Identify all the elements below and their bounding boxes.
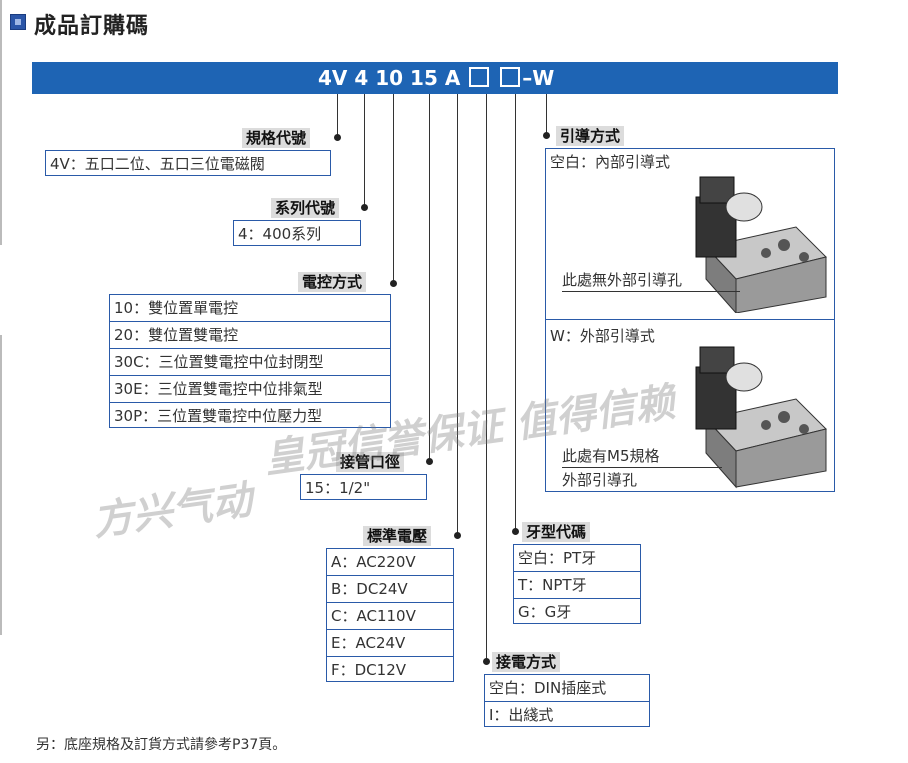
pointer-line bbox=[562, 291, 740, 292]
left-edge-bar bbox=[0, 335, 2, 635]
option-row: C：AC110V bbox=[327, 603, 453, 630]
footer-note: 另：底座規格及訂貨方式請參考P37頁。 bbox=[36, 737, 287, 753]
pilot-box: 空白：內部引導式 此處無外部引導孔 W：外部引導式 此處有M5規格 外部引導孔 bbox=[545, 148, 835, 492]
placeholder-box-icon bbox=[469, 67, 490, 87]
connector-line bbox=[393, 94, 394, 284]
connection-label: 接電方式 bbox=[492, 652, 561, 672]
order-code-prefix: 4V 4 10 15 A bbox=[318, 66, 461, 90]
pilot-external-caption-1: 此處有M5規格 bbox=[562, 445, 660, 466]
option-row: 4：400系列 bbox=[238, 225, 322, 243]
connector-line bbox=[515, 94, 516, 532]
connector-dot bbox=[361, 204, 368, 211]
placeholder-box-icon bbox=[500, 67, 521, 87]
option-row: 10：雙位置單電控 bbox=[110, 295, 390, 322]
option-row: F：DC12V bbox=[331, 661, 407, 679]
connector-dot bbox=[483, 658, 490, 665]
connector-line bbox=[429, 94, 430, 462]
connector-line bbox=[337, 94, 338, 138]
connector-line bbox=[546, 94, 547, 136]
order-code-suffix: –W bbox=[522, 66, 555, 90]
code-banner bbox=[32, 62, 838, 94]
option-row: 20：雙位置雙電控 bbox=[110, 322, 390, 349]
page-title: 成品訂購碼 bbox=[34, 14, 150, 39]
option-row: 30E：三位置雙電控中位排氣型 bbox=[110, 376, 390, 403]
option-row: 15：1/2" bbox=[305, 479, 371, 497]
square-bullet-icon bbox=[10, 14, 26, 30]
option-row: 4V：五口二位、五口三位電磁閥 bbox=[50, 155, 265, 173]
pilot-internal-caption: 此處無外部引導孔 bbox=[562, 269, 683, 290]
option-row: I：出綫式 bbox=[489, 706, 554, 724]
thread-label: 牙型代碼 bbox=[522, 522, 591, 542]
connector-dot bbox=[512, 528, 519, 535]
watermark-left: 方兴气动 bbox=[90, 477, 255, 545]
port-box: 15：1/2" bbox=[300, 474, 427, 500]
thread-box: 空白：PT牙 T：NPT牙 G：G牙 bbox=[513, 544, 641, 624]
left-edge-bar bbox=[0, 0, 2, 245]
connector-dot bbox=[390, 280, 397, 287]
pilot-label: 引導方式 bbox=[556, 126, 625, 146]
pilot-divider bbox=[546, 319, 834, 320]
connector-dot bbox=[454, 532, 461, 539]
model-label: 規格代號 bbox=[242, 128, 311, 148]
connector-dot bbox=[334, 134, 341, 141]
control-box: 10：雙位置單電控 20：雙位置雙電控 30C：三位置雙電控中位封閉型 30E：… bbox=[109, 294, 391, 428]
pilot-external-caption-2: 外部引導孔 bbox=[562, 469, 638, 490]
option-row: 30P：三位置雙電控中位壓力型 bbox=[114, 407, 323, 425]
option-row: T：NPT牙 bbox=[514, 572, 640, 599]
option-row: E：AC24V bbox=[327, 630, 453, 657]
control-label: 電控方式 bbox=[298, 272, 367, 292]
option-row: G：G牙 bbox=[518, 603, 572, 621]
series-box: 4：400系列 bbox=[233, 220, 361, 246]
option-row: 空白：DIN插座式 bbox=[485, 675, 649, 702]
connector-line bbox=[486, 94, 487, 662]
order-code: 4V 4 10 15 A –W bbox=[318, 62, 554, 94]
valve-external-illustration bbox=[695, 346, 827, 489]
pointer-line bbox=[562, 467, 722, 468]
series-label: 系列代號 bbox=[271, 198, 340, 218]
voltage-box: A：AC220V B：DC24V C：AC110V E：AC24V F：DC12… bbox=[326, 548, 454, 682]
pilot-external-title: W：外部引導式 bbox=[550, 327, 655, 345]
pilot-internal-title: 空白：內部引導式 bbox=[550, 153, 671, 171]
connector-line bbox=[457, 94, 458, 536]
valve-internal-illustration bbox=[695, 176, 827, 313]
option-row: 30C：三位置雙電控中位封閉型 bbox=[110, 349, 390, 376]
connector-dot bbox=[426, 458, 433, 465]
model-box: 4V：五口二位、五口三位電磁閥 bbox=[45, 150, 331, 176]
option-row: 空白：PT牙 bbox=[514, 545, 640, 572]
option-row: A：AC220V bbox=[327, 549, 453, 576]
port-label: 接管口徑 bbox=[336, 452, 405, 472]
option-row: B：DC24V bbox=[327, 576, 453, 603]
connection-box: 空白：DIN插座式 I：出綫式 bbox=[484, 674, 650, 727]
voltage-label: 標準電壓 bbox=[363, 526, 432, 546]
connector-dot bbox=[543, 132, 550, 139]
connector-line bbox=[364, 94, 365, 208]
